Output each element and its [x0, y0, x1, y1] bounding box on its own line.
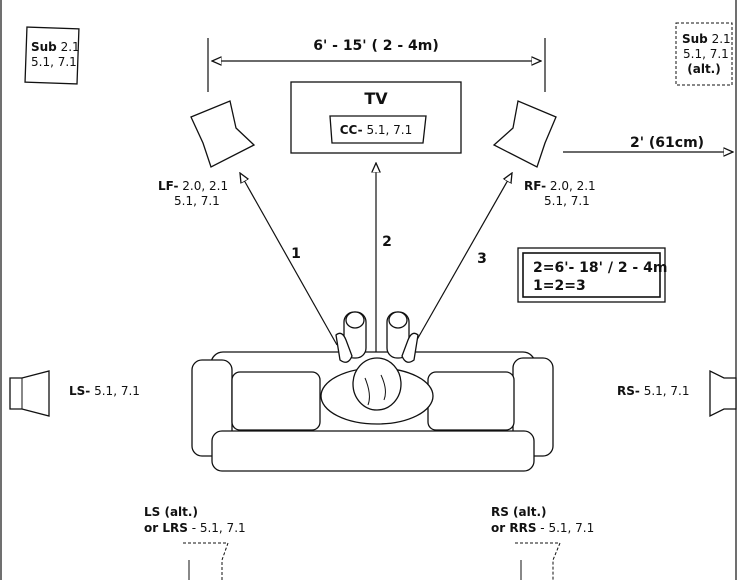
right-rear-alt: RS (alt.) or RRS - 5.1, 7.1	[491, 505, 594, 580]
cc-prefix: CC-	[340, 123, 363, 137]
left-surround: LS- 5.1, 7.1	[9, 370, 140, 417]
svg-text:RF- 2.0, 2.1: RF- 2.0, 2.1	[524, 179, 596, 193]
left-front-speaker: LF- 2.0, 2.1 5.1, 7.1	[158, 100, 256, 208]
sub-main-line2: 5.1, 7.1	[31, 55, 77, 69]
tv: TV CC- 5.1, 7.1	[290, 81, 462, 154]
svg-text:Sub 2.1: Sub 2.1	[31, 40, 80, 54]
rule-line2: 1=2=3	[533, 278, 586, 294]
side-distance-label: 2' (61cm)	[630, 135, 704, 151]
sofa	[191, 351, 554, 472]
listener	[320, 311, 434, 425]
listener-hand-left	[335, 332, 353, 363]
lf-line2: 5.1, 7.1	[174, 194, 220, 208]
svg-text:or LRS - 5.1, 7.1: or LRS - 5.1, 7.1	[144, 521, 246, 535]
listening-lines: 1 2 3	[240, 163, 512, 355]
sub-alt-line1: 2.1	[712, 32, 731, 46]
width-label: 6' - 15' ( 2 - 4m)	[313, 38, 439, 54]
rf-line1: 2.0, 2.1	[550, 179, 596, 193]
left-front-speaker-icon	[190, 100, 256, 168]
rule-line1: 2=6'- 18' / 2 - 4m	[533, 260, 667, 276]
ls-formats: 5.1, 7.1	[94, 384, 140, 398]
cc-formats: 5.1, 7.1	[366, 123, 412, 137]
listener-foot-left	[345, 311, 365, 329]
sub-alt: Sub 2.1 5.1, 7.1 (alt.)	[675, 22, 733, 86]
side-distance: 2' (61cm)	[563, 135, 733, 152]
listener-head	[352, 357, 402, 411]
listener-hair	[364, 374, 386, 406]
right-front-speaker-icon	[492, 100, 557, 168]
svg-text:Sub 2.1: Sub 2.1	[682, 32, 731, 46]
sub-alt-prefix: Sub	[682, 32, 708, 46]
svg-text:or RRS - 5.1, 7.1: or RRS - 5.1, 7.1	[491, 521, 594, 535]
svg-text:CC- 5.1, 7.1: CC- 5.1, 7.1	[340, 123, 413, 137]
distance-line-3	[413, 173, 512, 346]
sub-main: Sub 2.1 5.1, 7.1	[24, 26, 80, 85]
left-rear-alt-speaker-icon	[183, 542, 229, 580]
left-surround-speaker-icon	[9, 370, 50, 417]
right-front-speaker: RF- 2.0, 2.1 5.1, 7.1	[492, 100, 596, 208]
svg-text:RS- 5.1, 7.1: RS- 5.1, 7.1	[617, 384, 690, 398]
svg-text:LS- 5.1, 7.1: LS- 5.1, 7.1	[69, 384, 140, 398]
ls-alt-line1: LS (alt.)	[144, 505, 198, 519]
ls-alt-prefix: or LRS	[144, 521, 188, 535]
sub-main-line1: 2.1	[61, 40, 80, 54]
ls-prefix: LS-	[69, 384, 90, 398]
distance-line-1	[240, 173, 338, 346]
rs-alt-formats: - 5.1, 7.1	[540, 521, 594, 535]
rf-line2: 5.1, 7.1	[544, 194, 590, 208]
left-rear-alt: LS (alt.) or LRS - 5.1, 7.1	[144, 505, 246, 580]
sub-alt-line2: 5.1, 7.1	[683, 47, 729, 61]
lf-prefix: LF-	[158, 179, 178, 193]
sub-alt-line3: (alt.)	[687, 62, 720, 76]
sofa-seat	[211, 430, 535, 472]
distance-3-label: 3	[477, 251, 487, 267]
center-speaker-icon	[329, 115, 427, 144]
rs-alt-prefix: or RRS	[491, 521, 536, 535]
sofa-cushion-left	[231, 371, 321, 431]
sub-main-prefix: Sub	[31, 40, 57, 54]
right-surround-speaker-icon	[709, 369, 737, 418]
svg-text:LF- 2.0, 2.1: LF- 2.0, 2.1	[158, 179, 228, 193]
right-surround: RS- 5.1, 7.1	[617, 369, 737, 418]
right-rear-alt-speaker-icon	[515, 542, 561, 580]
lf-line1: 2.0, 2.1	[182, 179, 228, 193]
rs-alt-line1: RS (alt.)	[491, 505, 547, 519]
sofa-cushion-right	[427, 371, 515, 431]
distance-1-label: 1	[291, 246, 301, 262]
rf-prefix: RF-	[524, 179, 546, 193]
listener-foot-right	[388, 311, 408, 329]
tv-title: TV	[364, 89, 388, 108]
listener-hand-right	[401, 332, 419, 363]
ls-alt-formats: - 5.1, 7.1	[192, 521, 246, 535]
distance-2-label: 2	[382, 234, 392, 250]
rule-box: 2=6'- 18' / 2 - 4m 1=2=3	[517, 247, 667, 303]
rs-formats: 5.1, 7.1	[644, 384, 690, 398]
rs-prefix: RS-	[617, 384, 640, 398]
width-dimension: 6' - 15' ( 2 - 4m)	[207, 38, 546, 92]
